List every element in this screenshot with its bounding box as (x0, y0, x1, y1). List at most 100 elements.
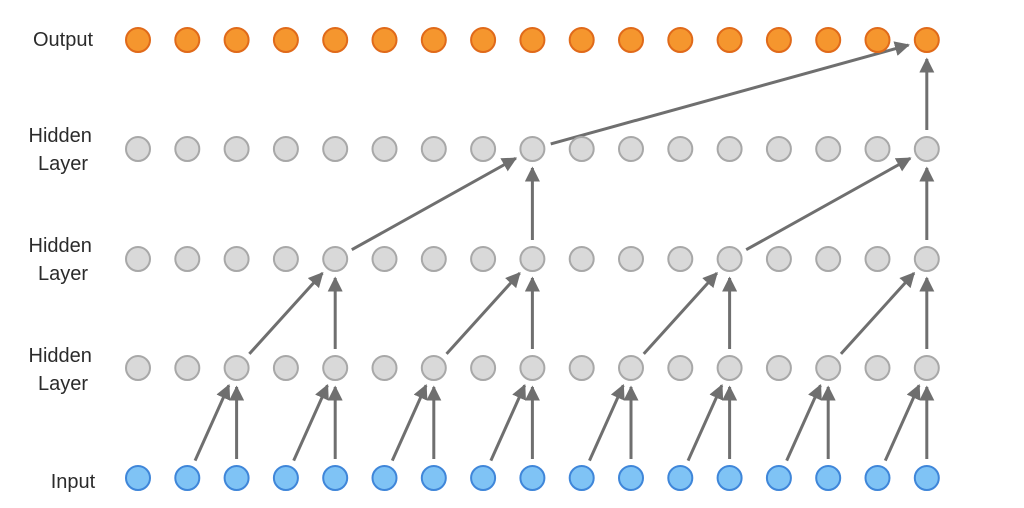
hidden2-node (815, 246, 842, 272)
input-node (815, 465, 842, 491)
hidden2-node (174, 246, 201, 272)
hidden2-node (864, 246, 891, 272)
hidden-layer-3-label-line-1: Hidden (29, 125, 92, 147)
hidden1-node (272, 355, 299, 381)
hidden3-node (815, 136, 842, 162)
hidden2-node (420, 246, 447, 272)
output-node (371, 27, 398, 53)
arrow-input-5-to-hidden1-6 (390, 383, 428, 462)
output-node (470, 27, 497, 53)
layer-labels: Output Hidden Layer Hidden Layer Hidden … (29, 29, 98, 493)
arrow-hidden1-14-to-hidden2-16 (839, 271, 916, 355)
output-node (913, 27, 940, 53)
arrow-input-9-to-hidden1-10 (588, 383, 625, 462)
hidden-layer-2-label-line-1: Hidden (29, 235, 92, 257)
hidden3-node (568, 136, 595, 162)
input-label-line-1: Input (51, 471, 96, 493)
arrow-hidden1-2-to-hidden2-4 (248, 271, 324, 355)
hidden-layer-1-label-line-2: Layer (38, 373, 88, 395)
input-node (568, 465, 595, 491)
output-node (716, 27, 743, 53)
hidden3-node (125, 136, 151, 162)
hidden-layer-2-label: Hidden Layer (29, 235, 98, 285)
output-label-line-1: Output (33, 29, 93, 51)
arrow-hidden1-10-to-hidden2-12 (642, 271, 718, 355)
input-node (371, 465, 398, 491)
hidden1-node (470, 355, 497, 381)
hidden-layer-1-label: Hidden Layer (29, 345, 98, 395)
input-node (174, 465, 201, 491)
arrow-hidden2-4-to-hidden3-8 (351, 156, 518, 252)
arrow-input-11-to-hidden1-12 (686, 383, 724, 462)
input-node (272, 465, 299, 491)
hidden3-node (420, 136, 447, 162)
hidden1-node (568, 355, 595, 381)
hidden3-node (667, 136, 694, 162)
hidden2-node (470, 246, 497, 272)
arrow-input-1-to-hidden1-2 (193, 383, 231, 462)
output-layer-label: Output (33, 29, 93, 51)
hidden-layer-2-label-line-2: Layer (38, 263, 88, 285)
arrow-input-15-to-hidden1-16 (883, 383, 921, 462)
arrow-input-7-to-hidden1-8 (489, 383, 526, 462)
arrow-input-13-to-hidden1-14 (785, 383, 822, 462)
hidden1-node (667, 355, 694, 381)
arrow-hidden1-6-to-hidden2-8 (445, 271, 521, 355)
input-node (519, 465, 546, 491)
arrow-input-3-to-hidden1-4 (292, 383, 329, 462)
hidden1-node (864, 355, 891, 381)
nodes (125, 27, 940, 491)
hidden1-node (519, 355, 546, 381)
hidden-layer-3-label: Hidden Layer (29, 125, 98, 175)
output-node (420, 27, 447, 53)
hidden1-node (716, 355, 743, 381)
input-node (667, 465, 694, 491)
hidden1-node (618, 355, 644, 381)
hidden3-node (371, 136, 398, 162)
hidden1-node (765, 355, 792, 381)
hidden3-node (322, 136, 349, 162)
arrow-hidden2-12-to-hidden3-16 (745, 156, 912, 252)
hidden3-node (272, 136, 299, 162)
hidden1-node (913, 355, 940, 381)
connections (193, 41, 935, 462)
input-node (913, 465, 940, 491)
hidden-layer-1-label-line-1: Hidden (29, 345, 92, 367)
hidden3-node (470, 136, 497, 162)
hidden2-node (125, 246, 151, 272)
arrow-hidden3-8-to-output-16 (550, 41, 910, 146)
output-node (125, 27, 151, 53)
hidden1-node (125, 355, 151, 381)
hidden3-node (864, 136, 891, 162)
output-node (568, 27, 595, 53)
output-node (272, 27, 299, 53)
hidden-layer-3-label-line-2: Layer (38, 153, 88, 175)
hidden2-node (519, 246, 546, 272)
hidden2-node (913, 246, 940, 272)
hidden2-node (765, 246, 792, 272)
hidden2-node (322, 246, 349, 272)
output-node (223, 27, 250, 53)
input-node (125, 465, 151, 491)
input-node (420, 465, 447, 491)
hidden3-node (913, 136, 940, 162)
input-node (223, 465, 250, 491)
output-node (322, 27, 349, 53)
hidden3-node (223, 136, 250, 162)
hidden1-node (322, 355, 349, 381)
output-node (174, 27, 201, 53)
hidden3-node (618, 136, 644, 162)
hidden3-node (765, 136, 792, 162)
hidden3-node (716, 136, 743, 162)
hidden1-node (371, 355, 398, 381)
output-node (765, 27, 792, 53)
input-node (864, 465, 891, 491)
hidden2-node (618, 246, 644, 272)
output-node (519, 27, 546, 53)
input-node (470, 465, 497, 491)
output-node (618, 27, 644, 53)
hidden1-node (420, 355, 447, 381)
input-layer-label: Input (51, 471, 96, 493)
hidden2-node (272, 246, 299, 272)
